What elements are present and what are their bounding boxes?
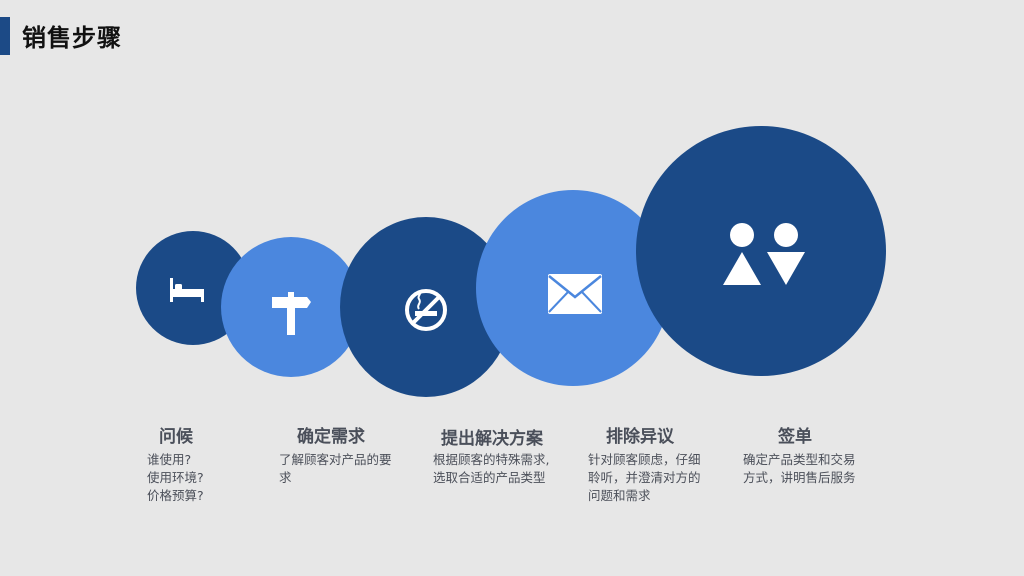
signpost-icon bbox=[272, 292, 311, 335]
step-circle-5 bbox=[636, 126, 886, 376]
step-title-1: 问候 bbox=[159, 427, 193, 447]
page-title: 销售步骤 bbox=[22, 24, 122, 52]
step-desc-3: 根据顾客的特殊需求, 选取合适的产品类型 bbox=[433, 452, 550, 485]
step-desc-1: 谁使用? 使用环境? 价格预算? bbox=[147, 452, 204, 503]
step-title-3: 提出解决方案 bbox=[441, 429, 543, 449]
step-desc-4: 针对顾客顾虑，仔细 聆听，并澄清对方的 问题和需求 bbox=[588, 452, 701, 503]
bed-icon bbox=[170, 278, 204, 302]
step-title-4: 排除异议 bbox=[606, 427, 674, 447]
step-circle-2 bbox=[221, 237, 361, 377]
step-title-2: 确定需求 bbox=[297, 427, 365, 447]
no-smoking-icon bbox=[405, 289, 447, 331]
step-title-5: 签单 bbox=[778, 427, 812, 447]
step-circle-4 bbox=[476, 190, 670, 386]
people-icon bbox=[723, 223, 805, 285]
step-desc-2: 了解顾客对产品的要 求 bbox=[279, 452, 392, 485]
step-desc-5: 确定产品类型和交易 方式，讲明售后服务 bbox=[743, 452, 856, 485]
envelope-icon bbox=[548, 274, 602, 314]
title-accent-bar bbox=[0, 17, 10, 55]
